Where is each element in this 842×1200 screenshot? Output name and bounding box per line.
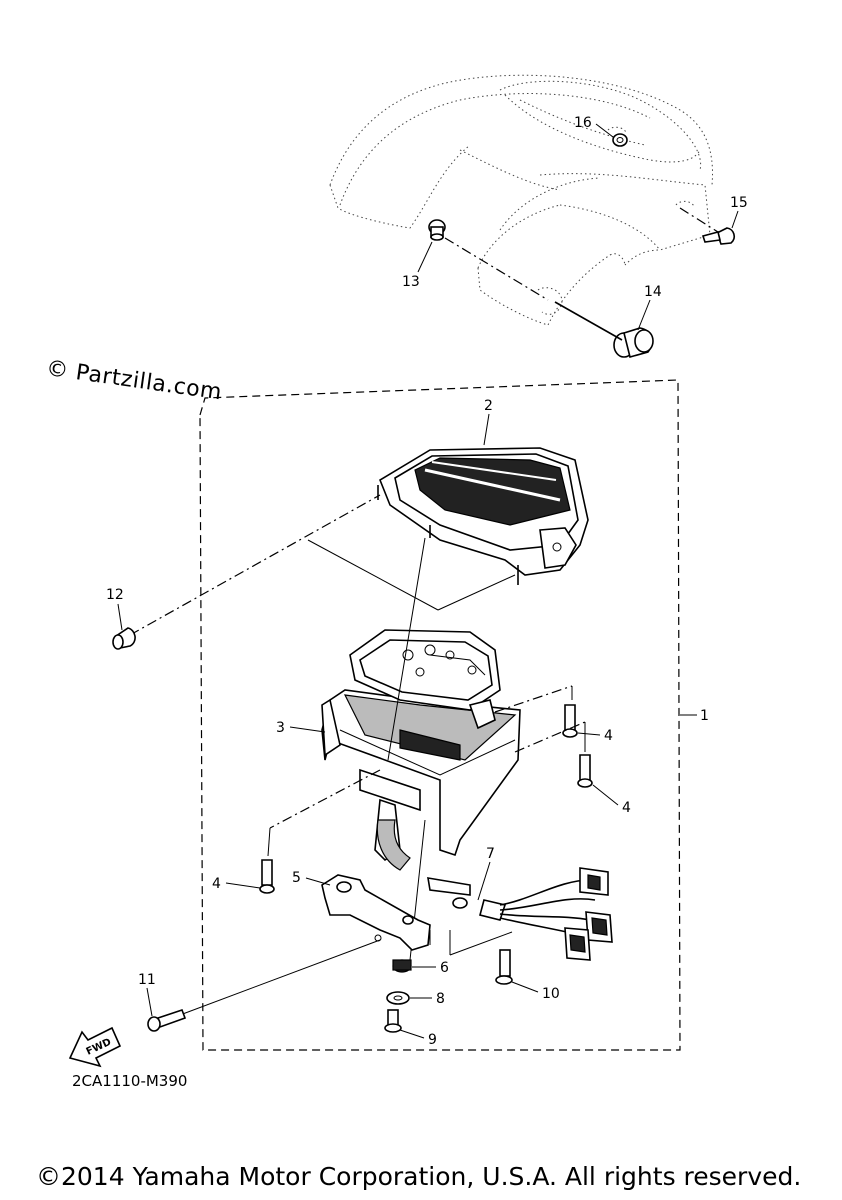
part-4-screw-right-upper — [494, 685, 578, 738]
callout-12: 12 — [106, 587, 124, 603]
callout-2: 2 — [484, 398, 493, 414]
callout-15: 15 — [730, 195, 748, 211]
callout-8: 8 — [436, 991, 445, 1007]
callout-10: 10 — [542, 986, 560, 1002]
copyright-notice: ©2014 Yamaha Motor Corporation, U.S.A. A… — [36, 1162, 802, 1191]
part-2-meter-cover — [377, 447, 589, 585]
callout-4-upper: 4 — [604, 728, 613, 744]
callout-1: 1 — [700, 708, 709, 724]
callout-14: 14 — [644, 284, 662, 300]
callout-9: 9 — [428, 1032, 437, 1048]
callout-6: 6 — [440, 960, 449, 976]
upper-cowl — [329, 74, 714, 326]
part-4-screw-right-lower — [514, 721, 593, 788]
callout-4-lower: 4 — [622, 800, 631, 816]
drawing-code: 2CA1110-M390 — [72, 1072, 188, 1090]
leader-2-3 — [387, 537, 426, 761]
callout-3: 3 — [276, 720, 285, 736]
part-4-screw-left — [259, 769, 381, 894]
part-6-damper — [392, 959, 412, 973]
callout-4-left: 4 — [212, 876, 221, 892]
callout-13: 13 — [402, 274, 420, 290]
callout-5: 5 — [292, 870, 301, 886]
part-15-bolt — [679, 207, 736, 245]
callout-labels: 1 2 3 4 4 4 5 6 7 8 9 10 11 12 13 14 15 … — [106, 115, 748, 1048]
part-11-bolt — [147, 939, 381, 1032]
part-9-bolt — [384, 1009, 402, 1033]
part-7-wire-harness — [427, 867, 613, 961]
part-16-grommet — [612, 133, 628, 147]
meter-unit — [349, 629, 501, 730]
assembly-frame — [199, 379, 681, 1051]
callout-11: 11 — [138, 972, 156, 988]
part-10-screw — [495, 949, 513, 985]
part-5-bracket — [321, 874, 431, 951]
part-13-collar — [428, 219, 549, 301]
callout-16: 16 — [574, 115, 592, 131]
part-14-damper — [554, 301, 654, 358]
callout-7: 7 — [486, 846, 495, 862]
fwd-arrow-icon: FWD — [68, 1026, 122, 1068]
part-12-spacer — [112, 494, 516, 650]
part-8-washer — [386, 991, 410, 1005]
